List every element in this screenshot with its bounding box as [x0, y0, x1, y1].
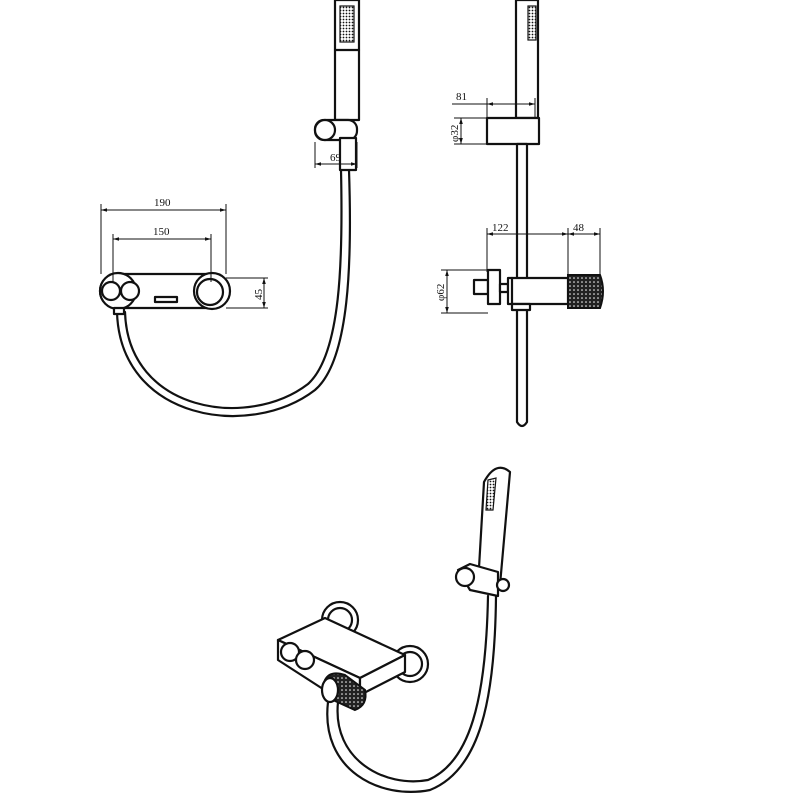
side-wall-holder	[485, 116, 541, 146]
dim-81-label: 81	[456, 91, 467, 103]
dim-overall-width: 190	[100, 197, 227, 274]
iso-wall-holder	[454, 562, 511, 598]
side-view: 81 φ32 122 48	[435, 0, 604, 428]
iso-hand-shower	[476, 466, 512, 587]
dim-phi32-label: φ32	[449, 125, 461, 142]
iso-hose-inner	[336, 594, 490, 783]
dim-190-label: 190	[154, 197, 171, 209]
front-wall-holder	[313, 118, 359, 172]
dim-45-label: 45	[253, 289, 265, 301]
dim-phi62-label: φ62	[435, 284, 447, 301]
dim-holder-front: 69	[314, 142, 358, 168]
dim-body-height: 45	[226, 277, 268, 309]
iso-mixer-body	[276, 600, 430, 712]
front-view: 69 190 150	[98, 0, 361, 418]
dim-150-label: 150	[153, 226, 170, 238]
side-knurled-handle	[567, 274, 604, 309]
dim-48-label: 48	[573, 222, 585, 234]
front-hose-inner	[123, 168, 343, 410]
dim-holder-diameter: φ32	[449, 117, 487, 145]
front-hand-shower	[333, 0, 361, 122]
dim-holder-side: 81	[452, 91, 536, 118]
side-mixer-body	[472, 268, 604, 312]
dim-flange-diameter: φ62	[435, 269, 488, 314]
dim-inlet-centres: 150	[112, 226, 212, 282]
iso-hose	[326, 594, 498, 793]
front-hose	[115, 168, 352, 418]
isometric-view	[276, 466, 512, 793]
dim-mixer-projection: 122	[486, 222, 569, 276]
dim-122-label: 122	[492, 222, 509, 234]
front-mixer-body	[98, 271, 232, 316]
dim-handle-length: 48	[568, 222, 601, 276]
dim-69-label: 69	[330, 152, 342, 164]
